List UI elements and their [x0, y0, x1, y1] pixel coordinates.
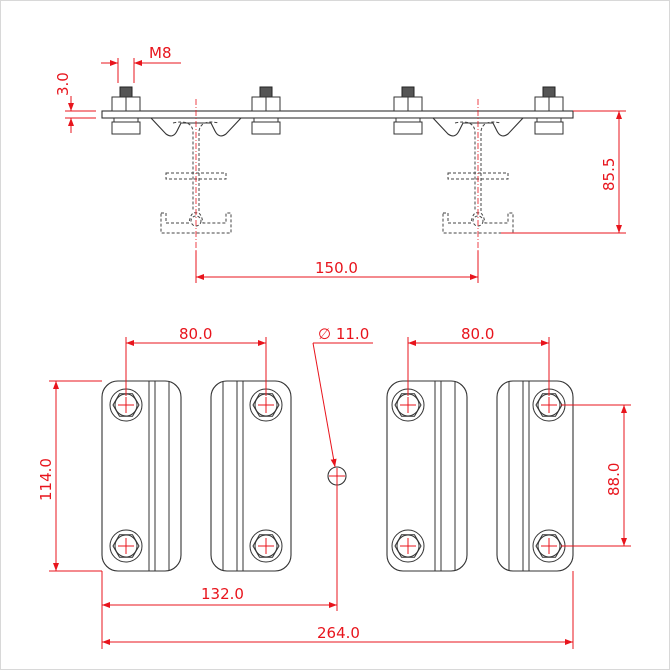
nut-bolt-side	[534, 86, 564, 135]
bottom-view: ∅ 11.0 80.0 80.0 114.0 88.0 132.0 264.0	[37, 325, 631, 649]
thread-size-label: M8	[149, 44, 172, 62]
height-label: 85.5	[600, 158, 618, 191]
bolt-head[interactable]	[109, 529, 143, 563]
bolt-spacing-right-label: 80.0	[461, 325, 494, 343]
clamp-plate	[386, 380, 468, 572]
clamp-plate	[496, 380, 574, 572]
bolts-top	[109, 388, 566, 563]
bolt-head[interactable]	[532, 529, 566, 563]
plate-height-label: 114.0	[37, 458, 55, 501]
bolt-spacing-left-label: 80.0	[179, 325, 212, 343]
bolt-head[interactable]	[391, 529, 425, 563]
top-view: M8 3.0 85.5 150.0	[54, 44, 626, 283]
half-length-label: 132.0	[201, 585, 244, 603]
rail-profile-left	[150, 99, 242, 251]
rail-spacing-label: 150.0	[315, 259, 358, 277]
clamp-plates	[101, 380, 574, 572]
thickness-label: 3.0	[54, 72, 72, 96]
base-plate-side	[101, 110, 574, 119]
bolts-side	[111, 86, 564, 135]
clamp-plate	[210, 380, 292, 572]
total-length-label: 264.0	[317, 624, 360, 642]
nut-bolt-side	[251, 86, 281, 135]
nut-bolt-side	[393, 86, 423, 135]
clamp-plate	[101, 380, 182, 572]
hole-diameter-label: ∅ 11.0	[318, 325, 369, 343]
bolt-vertical-spacing-label: 88.0	[605, 463, 623, 496]
bolt-head[interactable]	[249, 529, 283, 563]
rail-profile-right	[432, 99, 524, 251]
nut-bolt-side	[111, 86, 141, 135]
